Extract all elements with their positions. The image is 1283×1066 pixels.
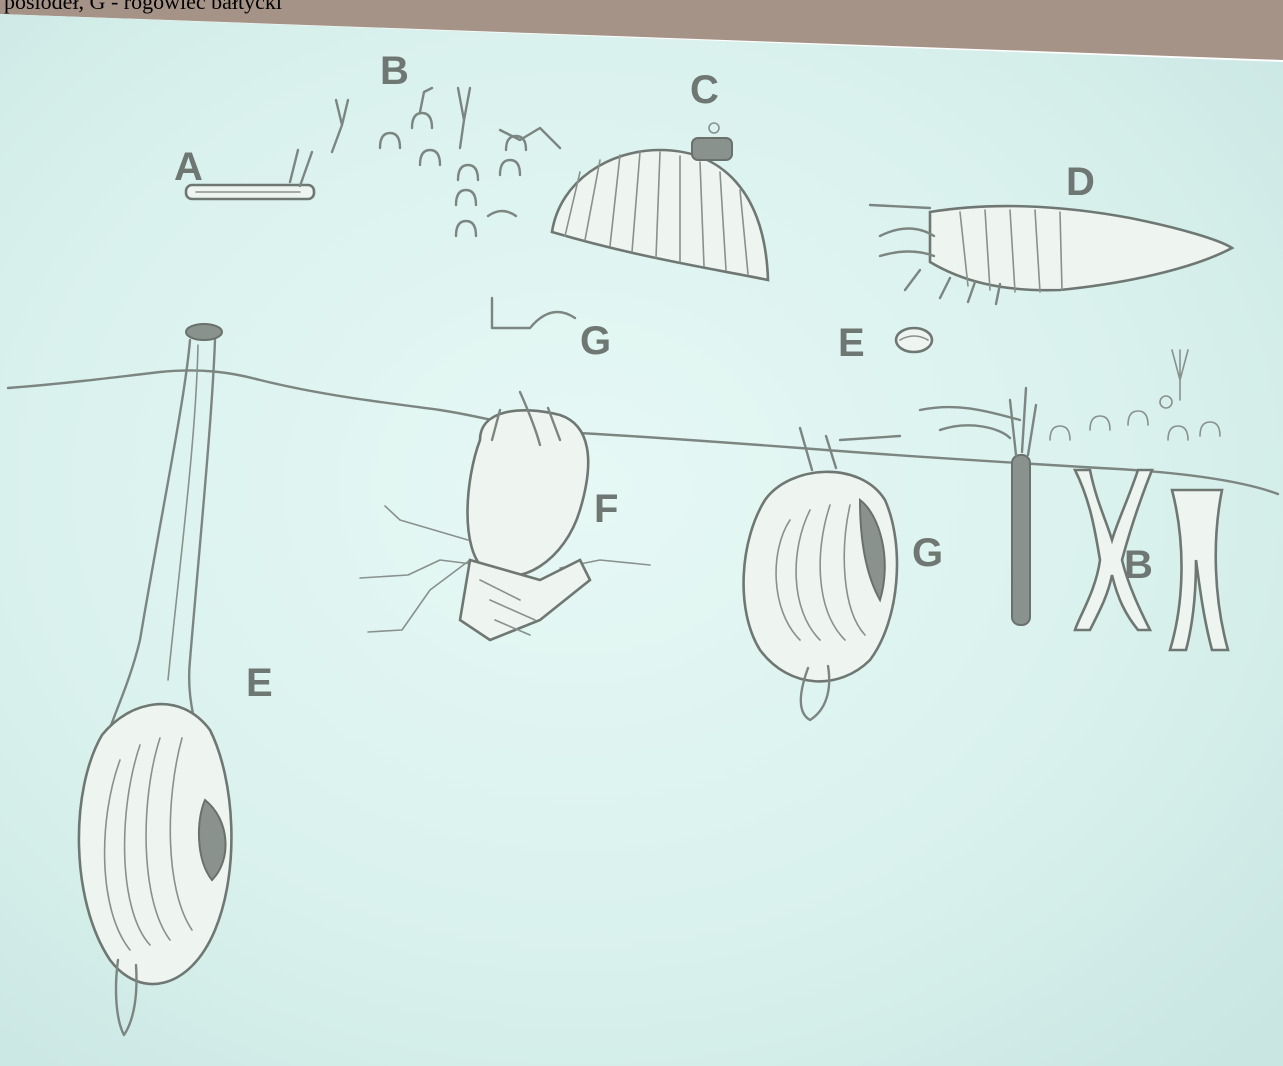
label-c-top: C	[690, 68, 719, 112]
label-g-low: G	[912, 531, 943, 575]
label-d-top: D	[1066, 160, 1095, 204]
label-f-low: F	[594, 487, 618, 531]
label-e-low: E	[246, 661, 273, 705]
label-a-top: A	[174, 145, 203, 189]
label-b-low: B	[1124, 543, 1153, 587]
label-b-top: B	[380, 49, 409, 93]
label-g-mid: G	[580, 319, 611, 363]
organism-e-small-bivalve	[896, 328, 932, 352]
caption-text: posiodeł, G - rogowiec bałtycki	[4, 0, 282, 13]
label-e-mid: E	[838, 321, 865, 365]
